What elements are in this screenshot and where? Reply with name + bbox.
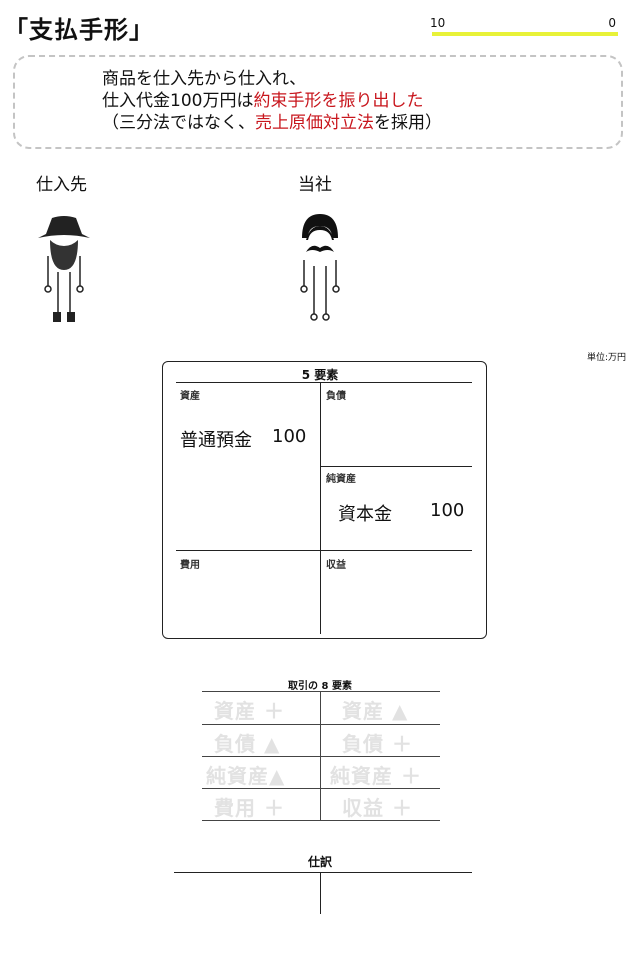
eight-elements-rule [202,788,440,789]
company-label: 当社 [298,175,332,195]
eight-element-debit-1[interactable]: 資産 ＋ [214,699,285,723]
eight-element-credit-4[interactable]: 収益 ＋ [342,796,413,820]
expenses-label: 費用 [180,560,200,571]
problem-line-1: 商品を仕入先から仕入れ、 [102,69,307,89]
page-title: 「支払手形」 [4,16,154,44]
net-assets-entry-value: 100 [430,500,465,521]
assets-label: 資産 [180,391,200,402]
expenses-revenue-divider [176,550,472,551]
eight-element-debit-4[interactable]: 費用 ＋ [214,796,285,820]
eight-element-credit-1[interactable]: 資産 ▲ [342,699,409,723]
problem-highlight-note: 約束手形を振り出した [253,91,424,111]
supplier-character-icon [38,216,90,322]
liabilities-label: 負債 [326,391,346,402]
eight-element-debit-3[interactable]: 純資産▲ [206,764,286,788]
eight-element-credit-3[interactable]: 純資産 ＋ [330,764,422,788]
revenue-label: 収益 [326,560,346,571]
countdown-timer: 10 0 [430,16,618,36]
timer-end-label: 0 [608,16,616,30]
five-elements-divider [320,382,321,634]
timer-bar [432,32,618,36]
eight-element-credit-2[interactable]: 負債 ＋ [342,732,413,756]
problem-line-2-text: 仕入代金100万円は [102,91,254,111]
five-elements-header-rule [176,382,472,383]
problem-line-3: （三分法ではなく、売上原価対立法を採用） [102,112,442,134]
supplier-label: 仕入先 [36,175,87,195]
journal-header-rule [174,872,472,873]
eight-element-debit-2[interactable]: 負債 ▲ [214,732,281,756]
unit-label: 単位:万円 [586,353,626,363]
problem-line-3-text: （三分法ではなく、 [102,113,255,133]
timer-start-label: 10 [430,16,446,30]
five-elements-panel [162,361,487,639]
eight-elements-rule [202,724,440,725]
problem-highlight-method: 売上原価対立法 [255,113,374,133]
journal-divider [320,872,321,914]
problem-box [13,55,623,149]
problem-line-2: 仕入代金100万円は約束手形を振り出した [102,90,442,112]
net-assets-label: 純資産 [326,474,356,485]
journal-title: 仕訳 [307,855,332,869]
company-character-icon [300,214,340,321]
eight-elements-divider [320,691,321,820]
assets-entry-value: 100 [272,426,307,447]
eight-elements-rule [202,691,440,692]
net-assets-entry-name: 資本金 [338,504,392,525]
five-elements-title: 5 要素 [301,368,339,382]
eight-elements-rule [202,820,440,821]
problem-text: 商品を仕入先から仕入れ、 仕入代金100万円は約束手形を振り出した （三分法では… [102,68,442,134]
problem-line-3-suffix: を採用） [374,113,442,133]
eight-elements-title: 取引の 8 要素 [288,681,352,692]
eight-elements-rule [202,756,440,757]
liabilities-netassets-divider [320,466,472,467]
assets-entry-name: 普通預金 [180,430,252,451]
